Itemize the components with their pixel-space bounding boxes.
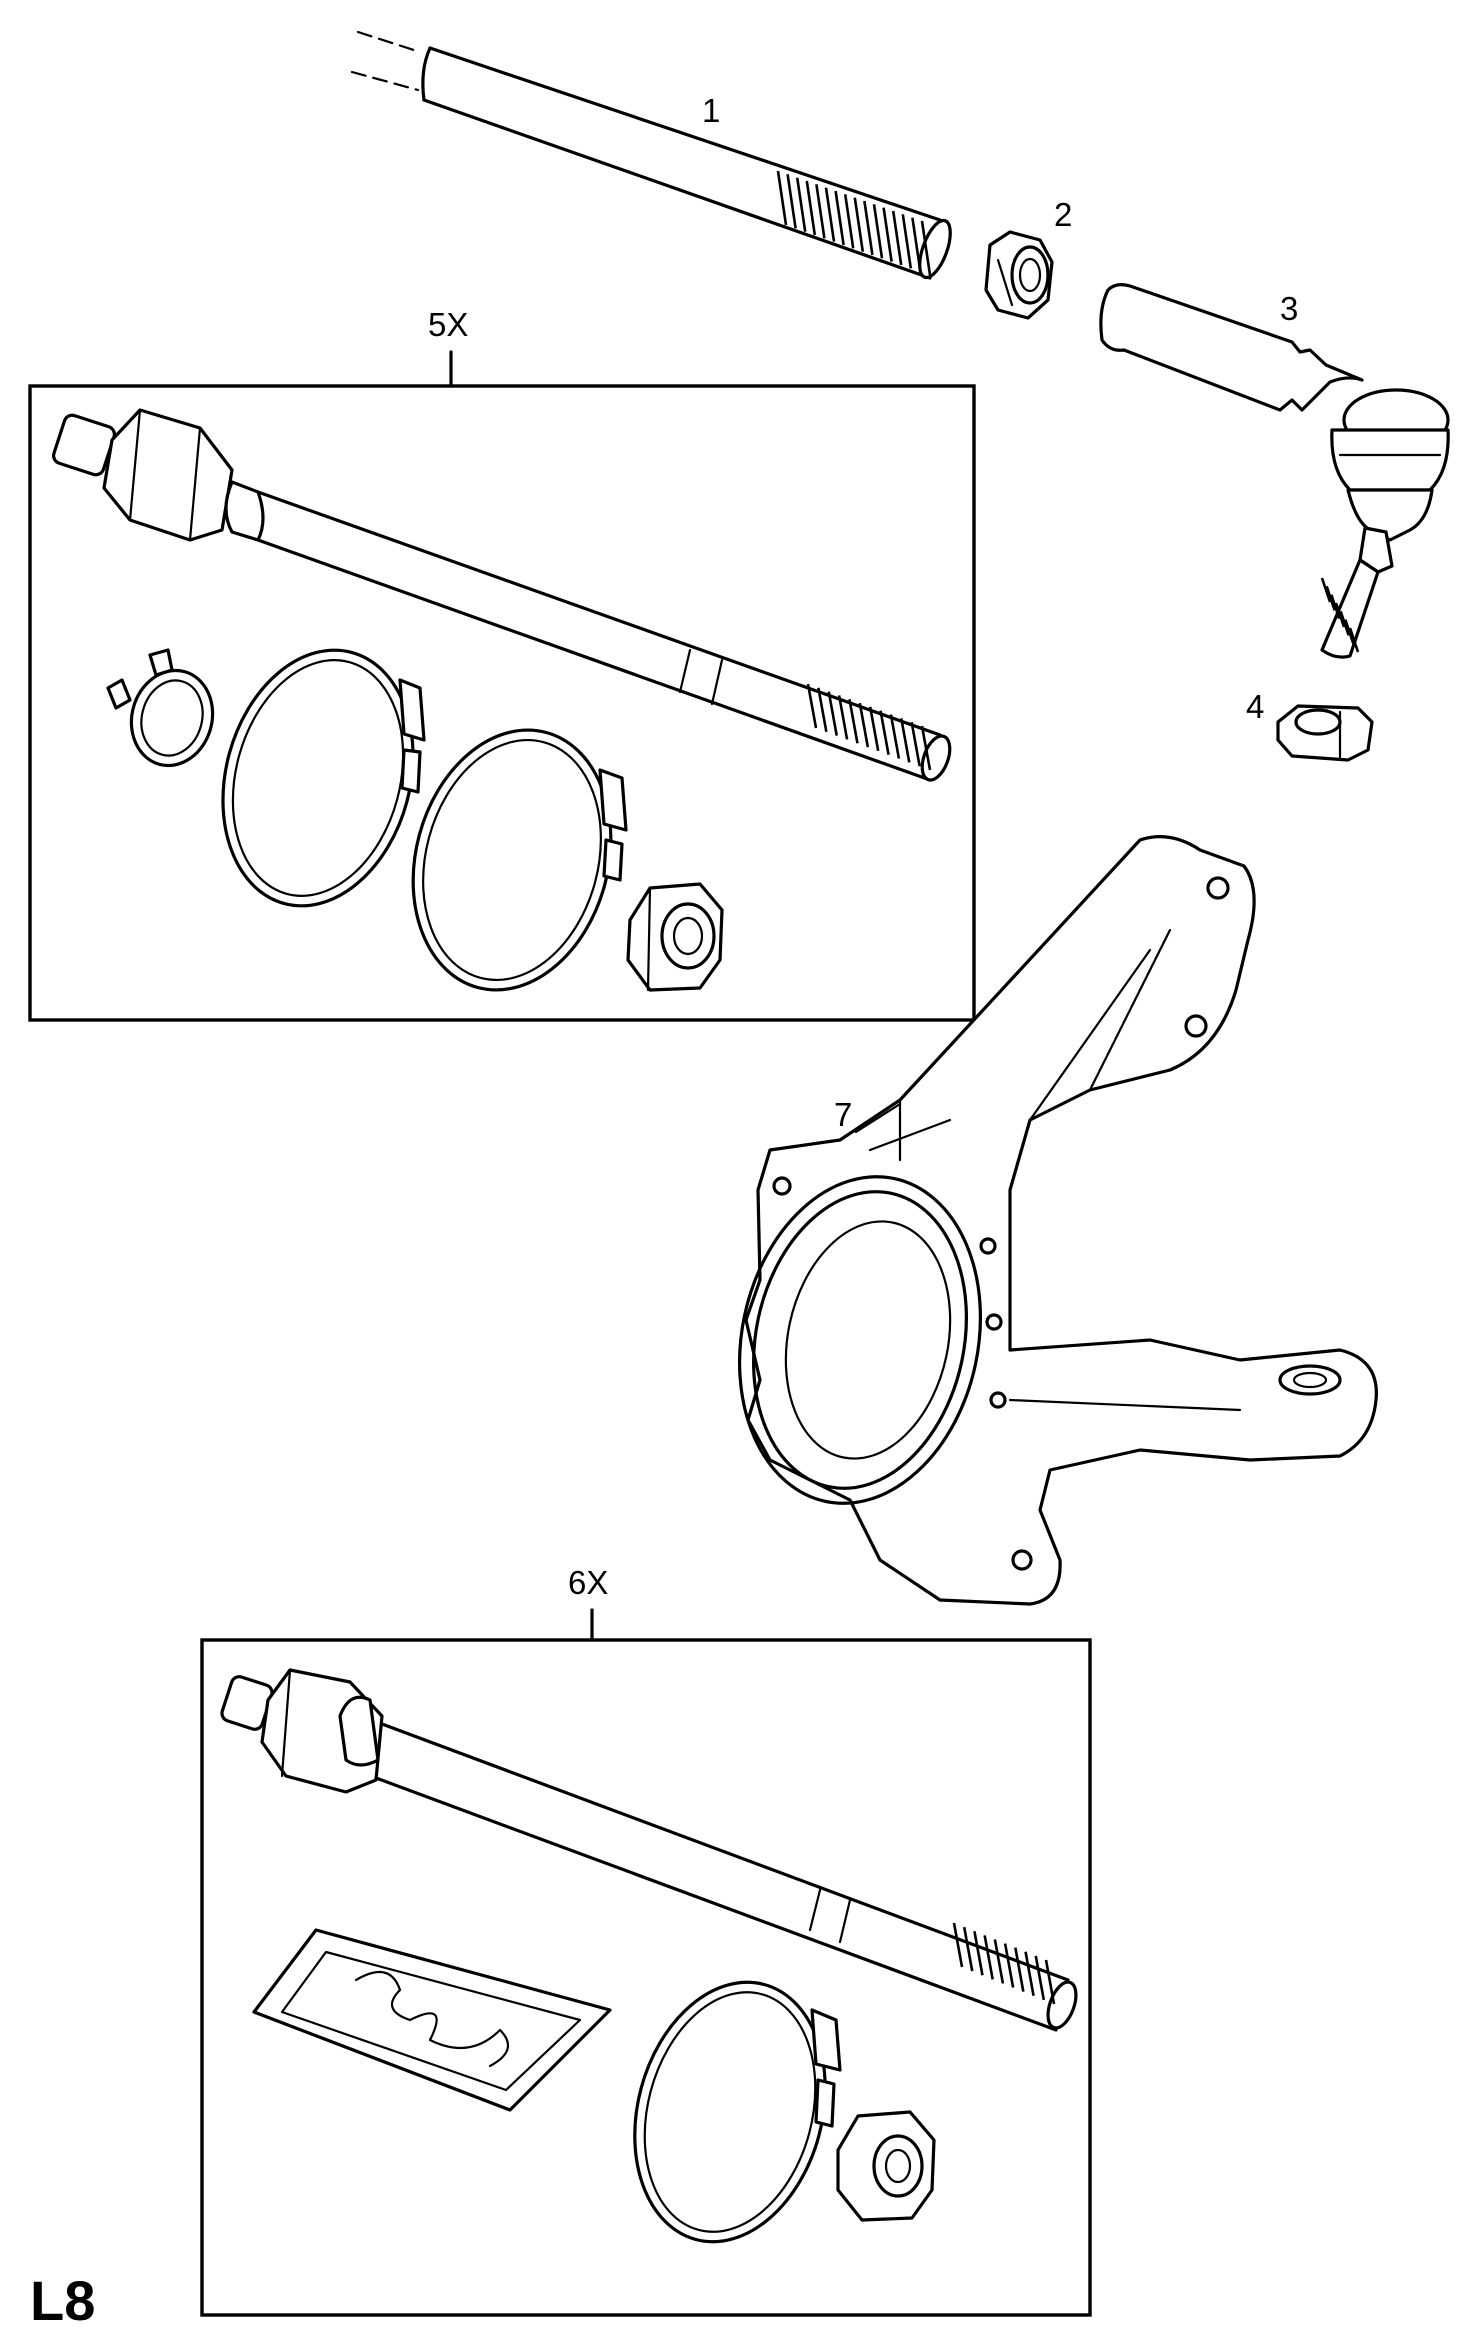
thread-ridge <box>882 207 893 262</box>
grease-sachet <box>252 1928 612 2112</box>
thread-ridge <box>817 687 828 733</box>
label-part-7: 7 <box>834 1096 852 1133</box>
thread-ridge <box>1044 1959 1056 2005</box>
thread-ridge <box>837 695 849 740</box>
thread-ridge <box>1024 1951 1035 1997</box>
thread-ridge <box>911 217 922 272</box>
label-part-3: 3 <box>1280 290 1298 327</box>
page-code: L8 <box>30 2269 95 2332</box>
tie-rod-end-part-3 <box>1099 283 1450 659</box>
thread-ridge <box>899 718 911 763</box>
thread-ridge <box>920 725 932 771</box>
nut-part-4 <box>1276 704 1374 762</box>
thread-ridge <box>815 184 826 239</box>
thread-ridge <box>879 710 890 755</box>
thread-ridge <box>858 702 870 748</box>
nut-part-2 <box>984 230 1054 320</box>
thread-ridge <box>910 721 921 767</box>
label-part-6x: 6X <box>568 1564 608 1601</box>
thread-ridge <box>1325 585 1336 611</box>
thread-ridge <box>1003 1943 1015 1988</box>
thread-ridge <box>983 1935 994 1980</box>
thread-ridge <box>834 190 845 246</box>
thread-ridge <box>1014 1947 1025 1992</box>
inner-tie-rod-5x <box>52 408 952 782</box>
thread-ridge <box>920 220 932 276</box>
thread-ridge <box>786 174 797 229</box>
label-part-5x: 5X <box>428 306 468 343</box>
thread-ridge <box>868 706 880 752</box>
leader-line-part-7 <box>854 1102 902 1134</box>
thread-ridge <box>843 194 855 249</box>
self-locking-nut-5x <box>626 882 724 992</box>
thread-ridge <box>806 683 818 729</box>
thread-ridge <box>824 187 836 242</box>
self-locking-nut-6x <box>836 2110 936 2222</box>
thread-ridge <box>1348 627 1360 653</box>
thread-ridge <box>891 210 903 266</box>
label-part-4: 4 <box>1246 688 1264 725</box>
kit-box-6x <box>200 1608 1092 2317</box>
thread-ridge <box>863 200 874 256</box>
thread-ridge <box>805 180 817 236</box>
thread-ridge <box>889 714 901 759</box>
thread-ridge <box>901 214 913 269</box>
thread-ridge <box>1034 1955 1046 2001</box>
thread-ridge <box>1339 610 1350 636</box>
thread-ridge <box>853 197 865 252</box>
thread-ridge <box>973 1930 984 1976</box>
thread-ridge <box>952 1922 964 1968</box>
tie-rod-outer-part-1 <box>350 30 952 280</box>
thread-ridge <box>848 699 859 744</box>
thread-ridge <box>1344 619 1355 645</box>
thread-ridge <box>872 204 884 259</box>
boot-clamp-ring-large-2 <box>411 728 628 992</box>
inner-tie-rod-6x <box>220 1668 1078 2032</box>
thread-ridge <box>1334 602 1346 628</box>
thread-ridge <box>1320 577 1332 603</box>
thread-ridge <box>962 1926 974 1972</box>
label-part-2: 2 <box>1054 196 1072 233</box>
thread-ridge <box>827 691 839 736</box>
thread-ridge <box>993 1939 1005 1984</box>
thread-ridge <box>795 177 807 232</box>
boot-clip-small <box>106 648 215 768</box>
boot-clamp-ring-large-1 <box>221 648 426 908</box>
kit-box-5x <box>28 350 976 1022</box>
steering-knuckle-part-7 <box>737 835 1378 1606</box>
label-part-1: 1 <box>702 92 720 129</box>
thread-ridge <box>1330 594 1341 620</box>
boot-clamp-ring-6x <box>633 1980 842 2244</box>
thread-ridge <box>776 170 788 226</box>
